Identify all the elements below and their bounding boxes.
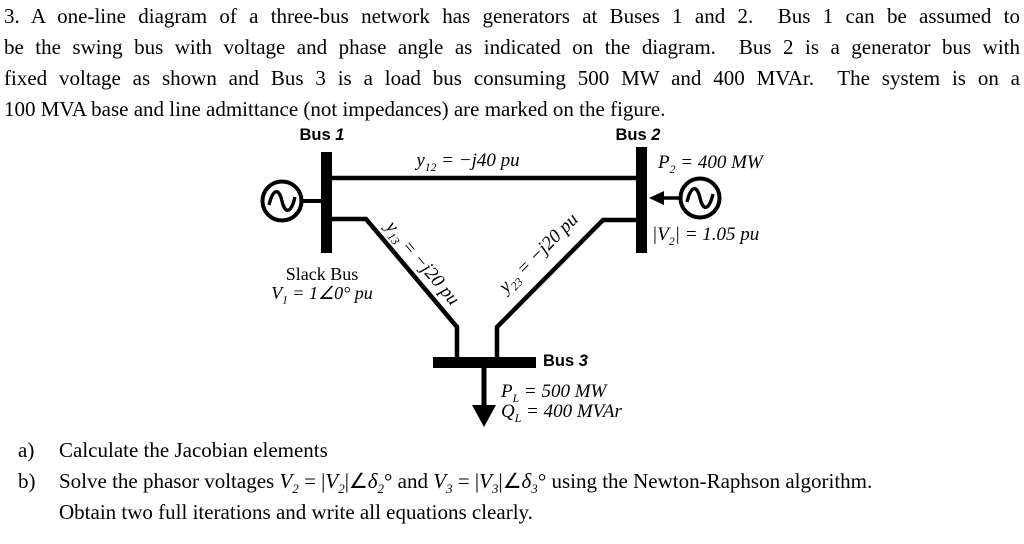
bus3-label-prefix: Bus [543, 352, 579, 370]
question-a-text: Calculate the Jacobian elements [59, 438, 328, 462]
question-b-marker: b) [18, 469, 36, 493]
line-y23 [494, 217, 636, 357]
bus3-label: Bus 3 [543, 352, 588, 371]
load-p-label: PL = 500 MW [501, 381, 607, 405]
v1-phasor-label: V1 = 1∠0° pu [271, 283, 373, 307]
question-b-text: Solve the phasor voltages V2 = |V2|∠δ2° … [59, 469, 873, 497]
bus1-label-prefix: Bus [299, 126, 336, 144]
bus3-label-num: 3 [578, 352, 588, 370]
bus2-label: Bus 2 [598, 126, 678, 145]
bus2-bar [636, 147, 647, 253]
bus1-bar [321, 152, 332, 253]
gen2-sine-icon [685, 187, 715, 209]
bus1-label: Bus 1 [282, 126, 362, 145]
problem-line-3: fixed voltage as shown and Bus 3 is a lo… [4, 66, 1020, 90]
load-q-label: QL = 400 MVAr [501, 401, 622, 425]
v2-magnitude-label: |V2| = 1.05 pu [652, 224, 760, 248]
y12-admittance-label: y12 = −j40 pu [416, 150, 520, 174]
bus2-label-num: 2 [651, 126, 661, 144]
p2-label: P2 = 400 MW [658, 152, 763, 176]
problem-line-1: 3. A one-line diagram of a three-bus net… [4, 4, 1020, 28]
line-y13 [332, 216, 460, 357]
bus1-label-num: 1 [335, 126, 345, 144]
problem-line-4: 100 MVA base and line admittance (not im… [4, 97, 666, 121]
slack-bus-label: Slack Bus [285, 264, 359, 284]
bus3-bar [433, 357, 536, 368]
problem-line-2: be the swing bus with voltage and phase … [4, 35, 1020, 59]
question-b-text-line2: Obtain two full iterations and write all… [59, 500, 533, 524]
question-a-marker: a) [18, 438, 35, 462]
load-arrow-head-icon [472, 405, 496, 427]
gen1-sine-icon [267, 190, 297, 212]
bus2-label-prefix: Bus [615, 126, 652, 144]
gen2-arrow-head-icon [649, 191, 664, 205]
